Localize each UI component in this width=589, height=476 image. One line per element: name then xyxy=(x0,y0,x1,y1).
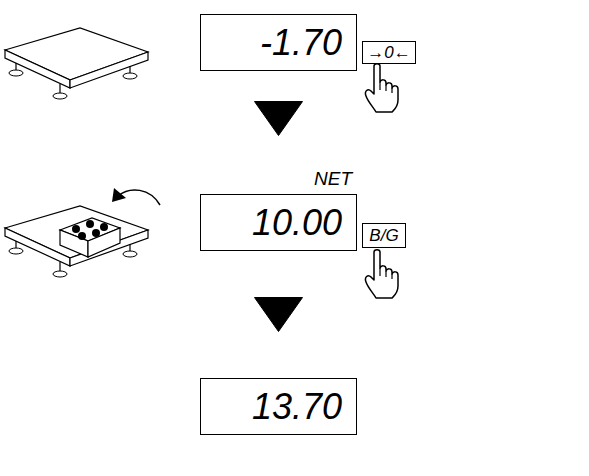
hand-icon xyxy=(365,250,398,298)
display-window: -1.70 xyxy=(200,14,357,71)
flow-arrow xyxy=(255,298,303,332)
hand-icon xyxy=(365,64,398,112)
display-reading: 13.70 xyxy=(252,389,342,425)
flow-arrow xyxy=(255,102,303,136)
display-window: 13.70 xyxy=(200,378,357,435)
key-button: →0← xyxy=(362,41,416,64)
load-box xyxy=(60,218,120,257)
key-label: B/G xyxy=(369,227,398,244)
display-window: NET10.00 xyxy=(200,194,357,251)
scale-drawing xyxy=(5,28,148,99)
key-label: →0← xyxy=(367,44,410,61)
mode-label: NET xyxy=(314,169,352,188)
scale-drawing xyxy=(5,206,148,277)
display-reading: 10.00 xyxy=(252,205,342,241)
arrow-head xyxy=(112,188,126,202)
display-reading: -1.70 xyxy=(260,25,342,61)
key-button: B/G xyxy=(362,223,406,248)
